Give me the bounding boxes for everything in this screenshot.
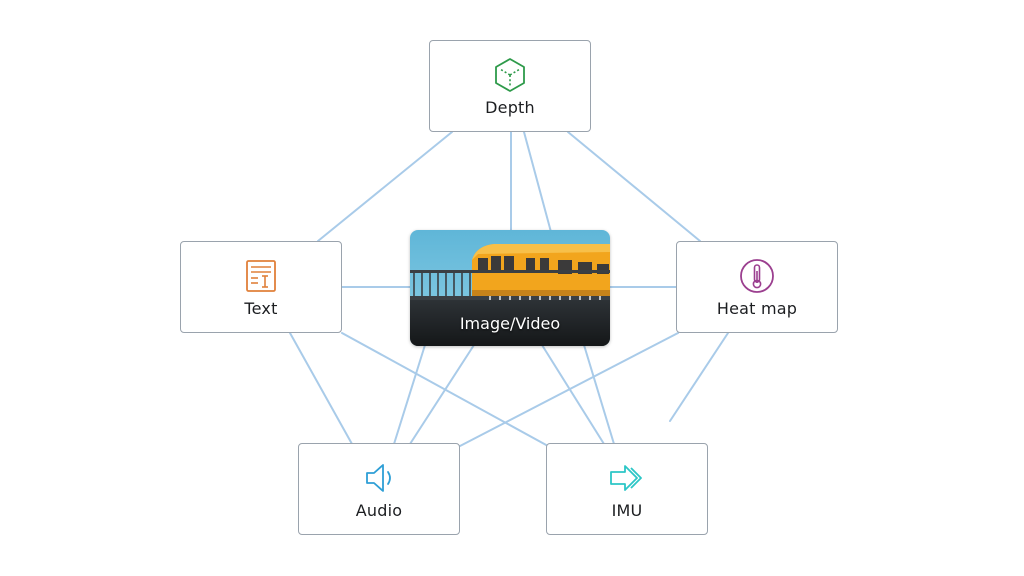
edge-image-audio-2 [409,344,475,445]
edge-text-audio [289,332,353,445]
image-video-label: Image/Video [459,314,561,333]
edge-image-imu-2 [583,344,615,445]
edge-depth-heatmap [567,131,701,242]
thermometer-icon [740,259,774,293]
text-label: Text [244,299,278,318]
double-arrow-icon [610,465,642,491]
imu-label: IMU [611,501,643,520]
depth-node[interactable]: Depth [429,40,591,132]
depth-label: Depth [485,98,535,117]
edge-heatmap-audio [459,332,679,447]
cube-icon [495,58,525,92]
audio-label: Audio [355,501,403,520]
image-video-node[interactable]: Image/Video [410,230,610,346]
heat-map-label: Heat map [716,299,798,318]
heat-map-node[interactable]: Heat map [676,241,838,333]
speaker-icon [366,464,391,492]
train-photo [410,230,610,346]
audio-node[interactable]: Audio [298,443,460,535]
edge-depth-text [317,131,453,242]
text-node[interactable]: Text [180,241,342,333]
text-document-icon [246,260,276,292]
imu-node[interactable]: IMU [546,443,708,535]
edge-depth-image-2 [523,131,552,233]
edge-image-imu [541,344,605,445]
edge-heatmap-imu [669,332,729,422]
edge-image-audio [393,344,426,445]
